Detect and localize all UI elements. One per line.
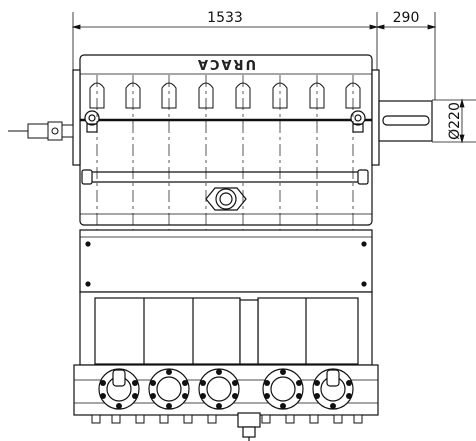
dimension-shaft-length: 290 bbox=[393, 10, 420, 26]
lifting-eyes bbox=[84, 110, 366, 133]
flange-bolts bbox=[100, 369, 352, 409]
distance-frame bbox=[79, 229, 373, 293]
bottom-studs bbox=[91, 414, 363, 424]
dimension-body-length: 1533 bbox=[207, 10, 243, 26]
left-valve bbox=[8, 121, 74, 141]
dimension-lines bbox=[71, 12, 476, 150]
sight-glass bbox=[205, 187, 247, 211]
drain-valve bbox=[237, 412, 261, 441]
drive-shaft bbox=[378, 100, 433, 142]
dimension-shaft-diameter: Ø220 bbox=[447, 102, 463, 140]
crankcase bbox=[72, 54, 380, 226]
plunger-covers bbox=[89, 82, 361, 109]
gauges bbox=[112, 369, 340, 387]
brand-logo: URACA bbox=[196, 56, 256, 71]
